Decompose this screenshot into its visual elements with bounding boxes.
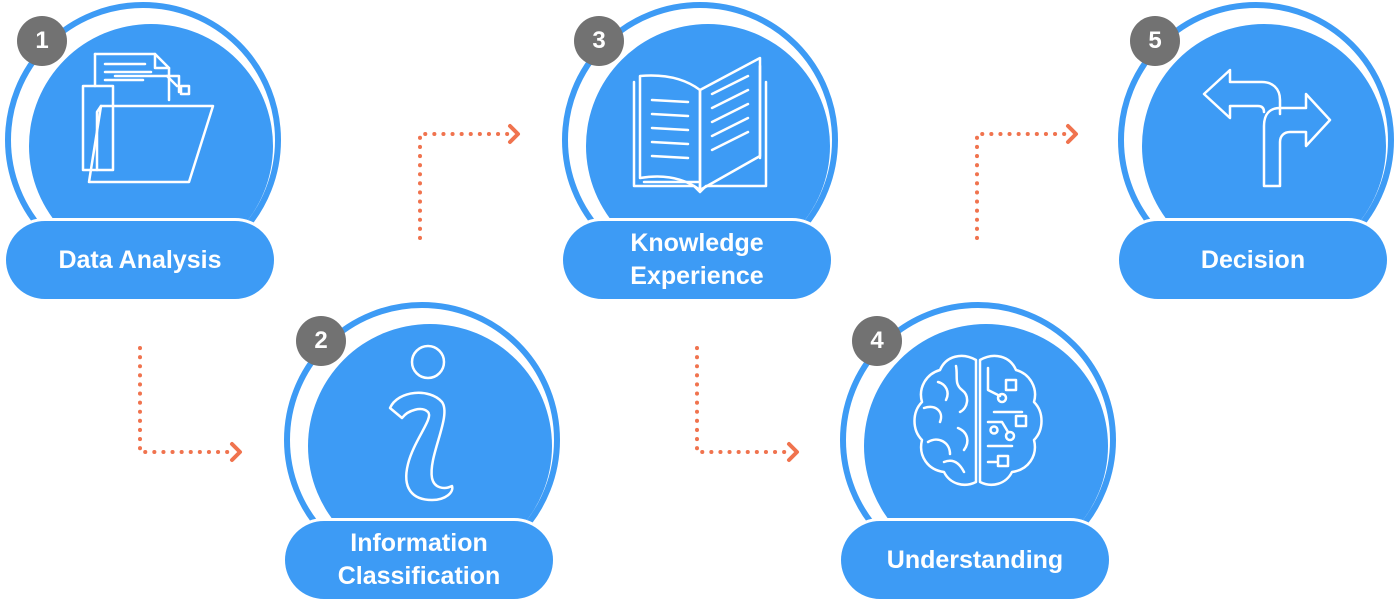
step-2-badge: 2	[296, 316, 346, 366]
step-3-badge: 3	[574, 16, 624, 66]
connector-3-4	[695, 346, 789, 454]
step-1-badge: 1	[17, 16, 67, 66]
open-book-icon	[620, 42, 780, 202]
step-2-title-line-1: Information	[350, 529, 488, 557]
step-5-badge: 5	[1130, 16, 1180, 66]
step-3: Knowledge Experience 3	[560, 2, 840, 302]
arrowhead-2-3	[508, 124, 520, 144]
arrowhead-4-5	[1066, 124, 1078, 144]
arrowhead-3-4	[787, 442, 799, 462]
connector-1-2	[138, 346, 232, 454]
step-5-label: Decision	[1116, 218, 1390, 302]
step-3-title-line-1: Knowledge	[630, 229, 764, 257]
step-5-title: Decision	[1200, 245, 1306, 274]
step-3-label: Knowledge Experience	[560, 218, 834, 302]
step-2: Information Classification 2	[282, 302, 562, 602]
folder-document-icon	[63, 42, 223, 202]
step-4-label: Understanding	[838, 518, 1112, 602]
step-1: Data Analysis 1	[3, 2, 283, 302]
step-4-badge: 4	[852, 316, 902, 366]
step-5: Decision 5	[1116, 2, 1396, 302]
connector-2-3	[418, 132, 510, 240]
split-arrow-icon	[1176, 42, 1336, 202]
step-2-title-line-2: Classification	[337, 562, 501, 590]
step-3-title-line-2: Experience	[630, 262, 764, 290]
connector-4-5	[975, 132, 1068, 240]
step-1-label: Data Analysis	[3, 218, 277, 302]
info-icon	[342, 342, 502, 502]
step-2-label: Information Classification	[282, 518, 556, 602]
brain-circuit-icon	[898, 342, 1058, 502]
step-4-title: Understanding	[886, 545, 1064, 574]
step-1-title: Data Analysis	[58, 245, 222, 274]
arrowhead-1-2	[230, 442, 242, 462]
step-4: Understanding 4	[838, 302, 1118, 602]
